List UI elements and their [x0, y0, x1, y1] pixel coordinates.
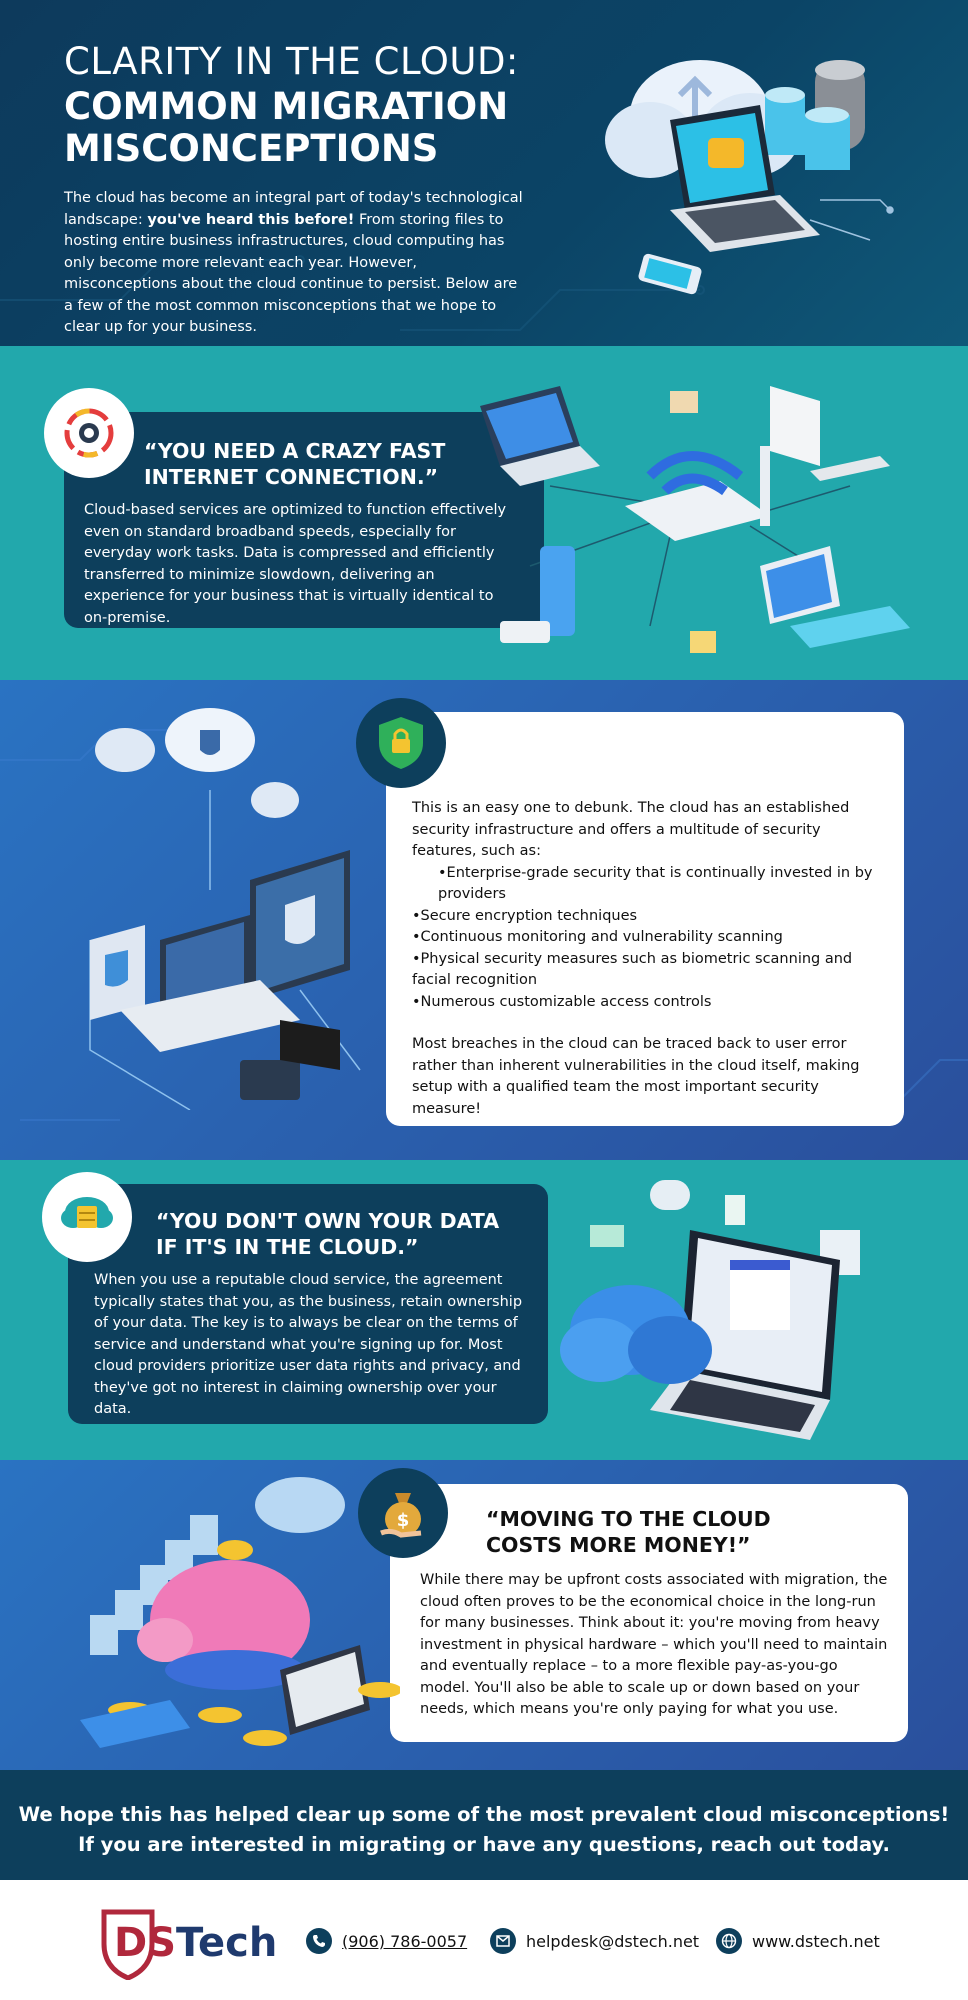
page-title-line1: CLARITY IN THE CLOUD:: [64, 40, 519, 83]
secure-devices-illustration: [89, 708, 361, 1110]
closing-message: We hope this has helped clear up some of…: [0, 1800, 968, 1860]
svg-text:$: $: [397, 1510, 410, 1531]
myth3-heading: “YOU DON'T OWN YOUR DATA IF IT'S IN THE …: [156, 1209, 500, 1259]
logo-tech-text: Tech: [176, 1920, 278, 1966]
hero-section: CLARITY IN THE CLOUD: COMMON MIGRATION M…: [0, 0, 968, 346]
myth2-heading: “THE CLOUD IS LESS SECURE!”: [482, 749, 839, 773]
phone-number-link[interactable]: (906) 786-0057: [342, 1931, 468, 1951]
speedometer-icon: [44, 388, 134, 478]
security-bullet: •Secure encryption techniques: [412, 907, 638, 924]
intro-text-start: The cloud has become an integral part of…: [64, 190, 523, 228]
shield-logo-icon: [101, 1909, 155, 1980]
network-devices-illustration: [480, 386, 910, 653]
myth1-heading: “YOU NEED A CRAZY FAST INTERNET CONNECTI…: [144, 439, 446, 489]
money-bag-icon: $: [358, 1468, 448, 1558]
intro-text-bold: you've heard this before!: [147, 211, 355, 228]
phone-icon: [306, 1928, 332, 1954]
envelope-icon: [490, 1928, 516, 1954]
shield-lock-icon: [356, 698, 446, 788]
myth-section-data-ownership: “YOU DON'T OWN YOUR DATA IF IT'S IN THE …: [0, 1160, 968, 1460]
website-link[interactable]: www.dstech.net: [752, 1931, 880, 1951]
security-bullet: •Enterprise-grade security that is conti…: [438, 864, 873, 903]
myth2-intro: This is an easy one to debunk. The cloud…: [412, 800, 850, 859]
myth-section-security: “THE CLOUD IS LESS SECURE!” This is an e…: [0, 680, 968, 1160]
cloud-laptop-data-illustration: [560, 1180, 860, 1440]
closing-banner: We hope this has helped clear up some of…: [0, 1770, 968, 1880]
security-bullet: •Physical security measures such as biom…: [412, 950, 853, 989]
intro-paragraph: The cloud has become an integral part of…: [64, 188, 524, 339]
myth-section-cost: $ “MOVING TO THE CLOUD COSTS MORE MONEY!…: [0, 1460, 968, 1770]
circuit-background-pattern: [0, 729, 968, 1121]
email-contact[interactable]: helpdesk@dstech.net: [490, 1928, 699, 1954]
myth-section-internet-speed: “YOU NEED A CRAZY FAST INTERNET CONNECTI…: [0, 346, 968, 680]
cloud-laptop-illustration: [605, 60, 894, 295]
phone-contact[interactable]: (906) 786-0057: [306, 1928, 467, 1954]
myth-card-internet-speed: [64, 412, 544, 628]
email-link[interactable]: helpdesk@dstech.net: [526, 1931, 700, 1951]
myth2-body: This is an easy one to debunk. The cloud…: [412, 798, 882, 1120]
piggy-bank-savings-illustration: [80, 1477, 400, 1748]
intro-text-end: From storing files to hosting entire bus…: [64, 211, 518, 336]
website-contact[interactable]: www.dstech.net: [716, 1928, 880, 1954]
security-bullet: •Numerous customizable access controls: [412, 993, 712, 1010]
footer: DS Tech (906) 786-0057 helpdesk@dstech.n…: [0, 1880, 968, 2000]
myth2-outro: Most breaches in the cloud can be traced…: [412, 1036, 860, 1117]
security-bullet: •Continuous monitoring and vulnerability…: [412, 929, 783, 945]
logo-ds-text: DS: [114, 1920, 177, 1966]
globe-icon: [716, 1928, 742, 1954]
closing-line1: We hope this has helped clear up some of…: [18, 1803, 950, 1826]
myth-card-security: [386, 712, 904, 1126]
page-title-line2: COMMON MIGRATION MISCONCEPTIONS: [64, 85, 509, 170]
myth4-body: While there may be upfront costs associa…: [420, 1572, 888, 1717]
myth-card-data-ownership: [68, 1184, 548, 1424]
myth1-body: Cloud-based services are optimized to fu…: [84, 502, 507, 626]
myth3-body: When you use a reputable cloud service, …: [94, 1272, 523, 1417]
closing-line2: If you are interested in migrating or ha…: [78, 1833, 890, 1856]
cloud-server-icon: [42, 1172, 132, 1262]
hero-background-pattern: [0, 255, 705, 331]
myth4-heading: “MOVING TO THE CLOUD COSTS MORE MONEY!”: [486, 1507, 771, 1557]
myth-card-cost: [390, 1484, 908, 1742]
dstech-logo[interactable]: DS Tech: [98, 1906, 321, 1980]
